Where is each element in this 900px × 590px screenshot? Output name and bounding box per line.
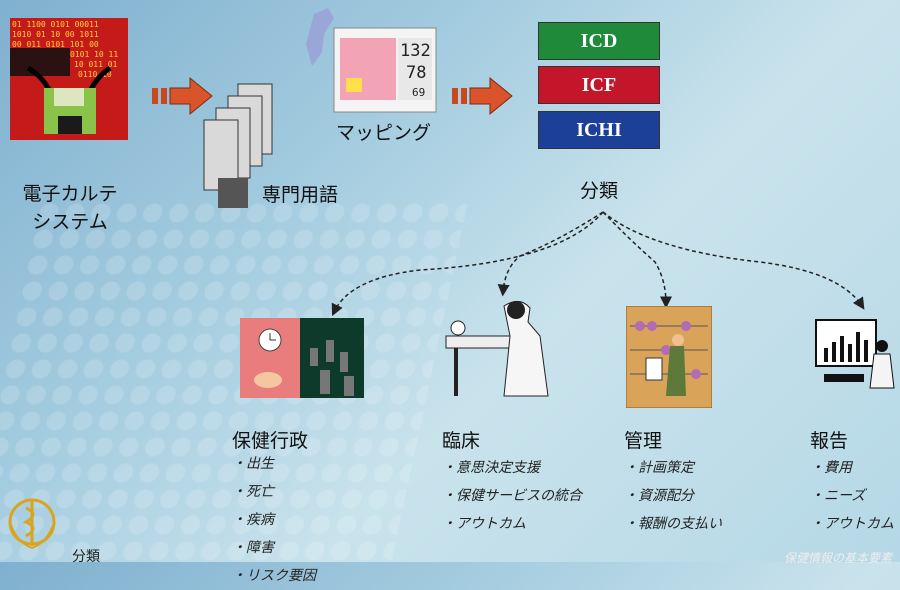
list-item: 障害 [232, 534, 316, 562]
monitor-systolic: 132 [400, 41, 431, 61]
connector-management [602, 211, 672, 309]
abacus-worker-icon [626, 306, 712, 408]
svg-text:0101 10 11: 0101 10 11 [70, 50, 118, 59]
blood-pressure-monitor-icon: 132 78 69 [306, 8, 437, 113]
ehr-label-line1: 電子カルテ [22, 183, 118, 205]
mapping-label: マッピング [336, 122, 432, 144]
connector-health-admin [331, 211, 604, 317]
ehr-label-line2: システム [32, 211, 108, 233]
list-item: アウトカム [442, 510, 582, 538]
svg-text:1010 01 10 00 1011: 1010 01 10 00 1011 [12, 30, 99, 39]
list-item: 費用 [810, 454, 894, 482]
connector-clinical [497, 211, 604, 297]
arrow-right-icon [452, 76, 513, 116]
category-list-clinical: 意思決定支援 保健サービスの統合 アウトカム [442, 454, 582, 538]
icf-box: ICF [538, 66, 660, 104]
list-item: リスク要因 [232, 562, 316, 590]
who-emblem-icon [8, 498, 56, 550]
bottom-left-label: 分類 [72, 549, 100, 565]
dashed-connectors [331, 211, 865, 317]
terminology-label: 専門用語 [262, 184, 339, 206]
ichi-box: ICHI [538, 111, 660, 149]
list-item: 保健サービスの統合 [442, 482, 582, 510]
ehr-label: 電子カルテ システム [10, 180, 130, 236]
svg-text:0110 10: 0110 10 [78, 70, 112, 79]
svg-text:00 011 0101 101 00: 00 011 0101 101 00 [12, 40, 99, 49]
list-item: 疾病 [232, 506, 316, 534]
category-title-management: 管理 [624, 430, 663, 452]
svg-text:01 1100 0101 00011: 01 1100 0101 00011 [12, 20, 99, 29]
category-list-health-admin: 出生 死亡 疾病 障害 リスク要因 [232, 450, 316, 590]
svg-text:10 011 01: 10 011 01 [74, 60, 118, 69]
category-title-health-admin: 保健行政 [232, 430, 309, 452]
chart-presenter-icon [815, 319, 895, 389]
list-item: 出生 [232, 450, 316, 478]
connector-reporting [602, 211, 865, 310]
clock-and-cemetery-icon [240, 318, 364, 398]
footer-title: 保健情報の基本要素 [783, 551, 892, 565]
category-list-reporting: 費用 ニーズ アウトカム [810, 454, 894, 538]
list-item: 死亡 [232, 478, 316, 506]
category-title-clinical: 臨床 [442, 430, 481, 452]
list-item: 報酬の支払い [624, 510, 722, 538]
list-item: ニーズ [810, 482, 894, 510]
category-list-management: 計画策定 資源配分 報酬の支払い [624, 454, 722, 538]
documents-stack-icon [203, 83, 273, 208]
floppy-disk-icon: 01 1100 0101 00011 1010 01 10 00 1011 00… [10, 18, 128, 140]
list-item: 計画策定 [624, 454, 722, 482]
doctor-and-patient-icon [445, 301, 549, 397]
classification-label: 分類 [580, 180, 619, 202]
icd-box: ICD [538, 22, 660, 60]
monitor-diastolic: 78 [406, 63, 426, 83]
list-item: 意思決定支援 [442, 454, 582, 482]
category-title-reporting: 報告 [810, 430, 849, 452]
monitor-pulse: 69 [412, 86, 425, 99]
list-item: アウトカム [810, 510, 894, 538]
list-item: 資源配分 [624, 482, 722, 510]
arrow-right-icon [152, 76, 213, 116]
